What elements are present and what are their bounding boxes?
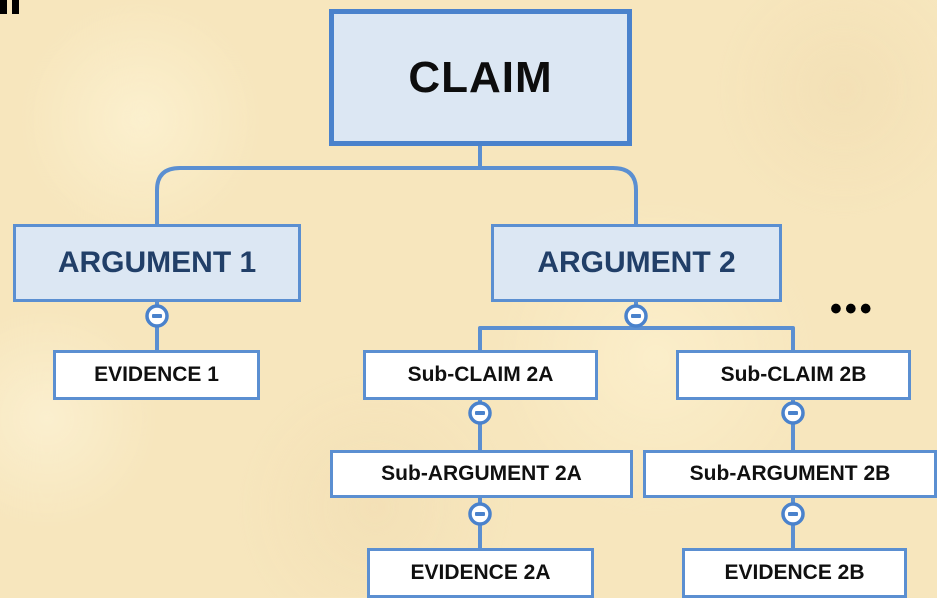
collapse-toggles <box>145 304 805 526</box>
sub-claim-2b-label: Sub-CLAIM 2B <box>720 363 867 386</box>
minus-circle-icon <box>468 401 492 425</box>
sub-argument-2b-node[interactable]: Sub-ARGUMENT 2B <box>643 450 937 498</box>
sub-argument-2b-label: Sub-ARGUMENT 2B <box>689 462 891 485</box>
claim-node[interactable]: CLAIM <box>329 9 632 146</box>
claim-label: CLAIM <box>408 52 553 102</box>
evidence-1-node[interactable]: EVIDENCE 1 <box>53 350 260 400</box>
minus-circle-icon <box>781 401 805 425</box>
more-indicator: ••• <box>830 290 875 328</box>
sub-claim-2b-node[interactable]: Sub-CLAIM 2B <box>676 350 911 400</box>
evidence-2a-label: EVIDENCE 2A <box>410 561 551 584</box>
sub-claim-2a-label: Sub-CLAIM 2A <box>407 363 554 386</box>
argument-1-node[interactable]: ARGUMENT 1 <box>13 224 301 302</box>
sub-argument-2a-label: Sub-ARGUMENT 2A <box>381 462 582 485</box>
minus-circle-icon <box>781 502 805 526</box>
evidence-2b-node[interactable]: EVIDENCE 2B <box>682 548 907 598</box>
sub-argument-2a-node[interactable]: Sub-ARGUMENT 2A <box>330 450 633 498</box>
argument-2-label: ARGUMENT 2 <box>537 246 736 279</box>
evidence-1-label: EVIDENCE 1 <box>94 363 219 386</box>
minus-circle-icon <box>468 502 492 526</box>
argument-1-label: ARGUMENT 1 <box>57 246 257 279</box>
evidence-2a-node[interactable]: EVIDENCE 2A <box>367 548 594 598</box>
sub-claim-2a-node[interactable]: Sub-CLAIM 2A <box>363 350 598 400</box>
cropped-glyph <box>0 0 22 16</box>
minus-circle-icon <box>145 304 169 328</box>
evidence-2b-label: EVIDENCE 2B <box>724 561 865 584</box>
argument-2-node[interactable]: ARGUMENT 2 <box>491 224 782 302</box>
connector-claim-to-arguments <box>155 146 638 224</box>
minus-circle-icon <box>624 304 648 328</box>
